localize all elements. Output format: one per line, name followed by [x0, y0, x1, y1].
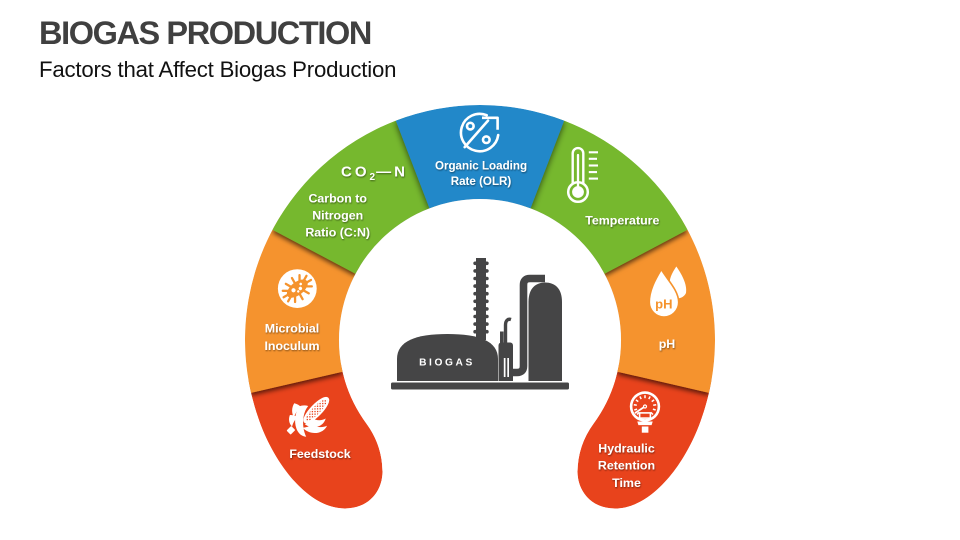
svg-text:Rate (OLR): Rate (OLR) [451, 175, 512, 188]
svg-text:pH: pH [655, 297, 672, 312]
svg-text:Inoculum: Inoculum [264, 339, 319, 353]
svg-text:Nitrogen: Nitrogen [312, 209, 363, 223]
svg-text:CO2—N: CO2—N [341, 164, 408, 184]
svg-text:Microbial: Microbial [265, 321, 319, 335]
svg-text:Organic Loading: Organic Loading [435, 160, 527, 173]
svg-text:Hydraulic: Hydraulic [598, 441, 655, 455]
svg-text:Ratio (C:N): Ratio (C:N) [305, 225, 370, 239]
svg-text:Feedstock: Feedstock [289, 447, 350, 461]
svg-text:Retention: Retention [598, 459, 655, 473]
svg-text:Time: Time [612, 476, 641, 490]
svg-text:BIOGAS: BIOGAS [419, 358, 475, 369]
svg-text:Temperature: Temperature [585, 214, 659, 228]
svg-text:pH: pH [659, 337, 676, 351]
svg-text:Carbon to: Carbon to [308, 192, 367, 206]
